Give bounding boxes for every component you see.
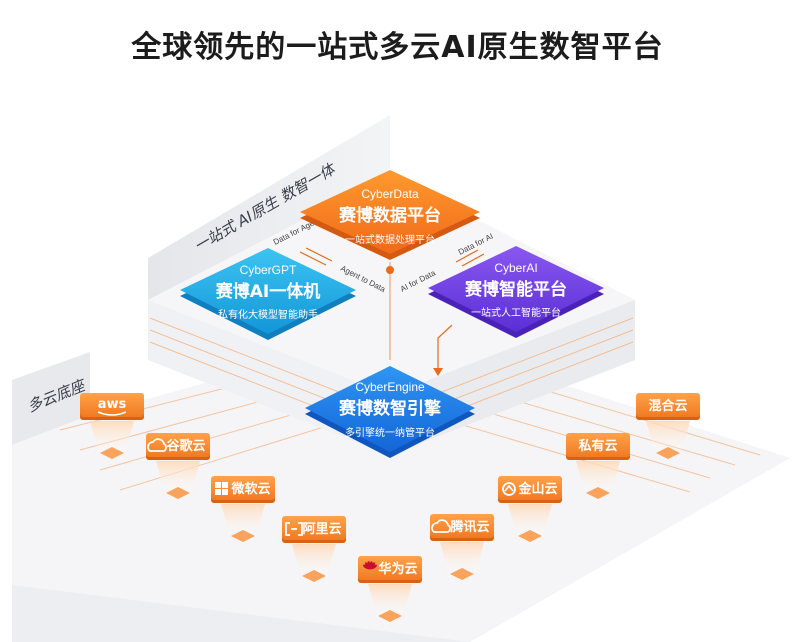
- cloud-pad: [518, 530, 542, 542]
- cybergpt-cn: 赛博AI一体机: [215, 281, 320, 302]
- cyberengine-cn: 赛博数智引擎: [338, 398, 442, 419]
- cloud-glow: [646, 421, 690, 457]
- cloud-badge-3: 阿里云: [282, 516, 346, 582]
- module-cyberai: CyberAI 赛博智能平台 一站式人工智能平台: [428, 246, 604, 338]
- cloud-glow: [90, 421, 134, 457]
- cybergpt-en: CyberGPT: [240, 263, 297, 277]
- cloud-badge-plate: [498, 476, 562, 500]
- base-floor: [12, 330, 790, 642]
- cyberai-cn: 赛博智能平台: [464, 279, 567, 300]
- cyberai-sub: 一站式人工智能平台: [471, 306, 561, 319]
- cloud-glow: [508, 504, 552, 540]
- cloud-badge-plate: [566, 433, 630, 457]
- aws-smile-icon: [97, 411, 127, 416]
- upper-back-wall: [148, 115, 390, 300]
- cloud-pad: [302, 570, 326, 582]
- cloud-badge-label: 谷歌云: [166, 438, 205, 454]
- cloud-badge-2: 微软云: [211, 476, 275, 542]
- cyberengine-en: CyberEngine: [355, 380, 425, 394]
- cloud-glow: [576, 461, 620, 497]
- cyberengine-sub: 多引擎统一纳管平台: [345, 426, 435, 439]
- cloud-badge-plate: [636, 393, 700, 417]
- flow-connectors: [299, 247, 485, 372]
- cloud-glow: [440, 542, 484, 578]
- cloud-pad: [100, 447, 124, 459]
- base-left-wall: [12, 352, 90, 445]
- cloud-pad: [656, 447, 680, 459]
- headline: 全球领先的一站式多云AI原生数智平台: [131, 30, 664, 65]
- cloud-badge-label: 混合云: [648, 398, 687, 414]
- cybergpt-sub: 私有化大模型智能助手: [218, 308, 318, 321]
- cloud-badge-plate: [80, 393, 144, 417]
- cloud-badge-8: 混合云: [636, 393, 700, 459]
- cloud-badge-6: 金山云: [498, 476, 562, 542]
- module-cyberdata: CyberData 赛博数据平台 一站式数据处理平台: [300, 170, 480, 260]
- cloud-badge-plate: [282, 516, 346, 540]
- tencent-cloud-icon: [431, 519, 451, 533]
- cloud-glow: [221, 504, 265, 540]
- flow-arrow-down: [433, 368, 443, 376]
- cloud-badge-label: 阿里云: [302, 522, 341, 537]
- cloud-pad: [450, 568, 474, 580]
- cloud-badge-plate: [358, 556, 422, 580]
- cloud-pad: [166, 487, 190, 499]
- cloud-badge-label: aws: [98, 397, 127, 412]
- module-cybergpt: CyberGPT 赛博AI一体机 私有化大模型智能助手: [180, 248, 356, 340]
- cloud-badge-label: 腾讯云: [449, 519, 489, 535]
- cloud-glow: [292, 544, 336, 580]
- cyberai-en: CyberAI: [494, 261, 537, 275]
- cyberdata-sub: 一站式数据处理平台: [345, 233, 435, 246]
- kingsoft-cloud-icon: [502, 482, 516, 496]
- cloud-pad: [586, 487, 610, 499]
- cloud-glow: [368, 584, 412, 620]
- cloud-badge-label: 华为云: [378, 561, 417, 577]
- cloud-glow: [156, 461, 200, 497]
- cloud-pad: [378, 610, 402, 622]
- cloud-badge-1: 谷歌云: [146, 433, 210, 499]
- base-front-edge: [12, 585, 470, 642]
- cloud-badge-7: 私有云: [566, 433, 630, 499]
- cloud-badge-label: 私有云: [578, 438, 617, 454]
- cyberdata-en: CyberData: [361, 187, 419, 201]
- cloud-badge-label: 金山云: [517, 481, 557, 497]
- google-cloud-icon: [147, 438, 167, 452]
- cloud-badge-5: 腾讯云: [430, 514, 494, 580]
- module-cyberengine: CyberEngine 赛博数智引擎 多引擎统一纳管平台: [305, 366, 475, 458]
- cloud-badge-label: 微软云: [230, 481, 270, 497]
- aliyun-icon: [285, 522, 303, 536]
- center-node: [386, 266, 394, 274]
- cloud-pad: [231, 530, 255, 542]
- cloud-badge-4: 华为云: [358, 556, 422, 622]
- cloud-badge-0: aws: [80, 393, 144, 459]
- cyberdata-cn: 赛博数据平台: [338, 205, 441, 226]
- windows-icon: [215, 482, 228, 495]
- huawei-icon: [362, 561, 378, 570]
